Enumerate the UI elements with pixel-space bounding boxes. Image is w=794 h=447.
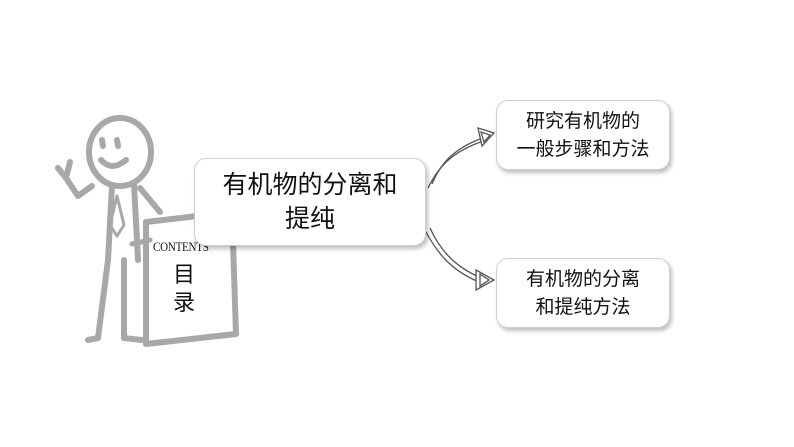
branch-node-line-2: 一般步骤和方法 xyxy=(516,138,650,160)
central-node[interactable]: 有机物的分离和 提纯 xyxy=(194,158,426,246)
central-node-line-1: 有机物的分离和 xyxy=(222,170,398,199)
contents-title: 目 录 xyxy=(173,262,195,318)
branch-node-line-2: 和提纯方法 xyxy=(535,296,631,318)
contents-title-char-1: 目 xyxy=(173,263,196,288)
tie-icon xyxy=(108,194,126,238)
connector-to-bottom-branch xyxy=(425,227,496,292)
contents-title-char-2: 录 xyxy=(173,291,196,316)
connector-to-top-branch xyxy=(427,127,496,189)
branch-node-separation-methods[interactable]: 有机物的分离 和提纯方法 xyxy=(496,258,670,328)
branch-node-research-steps[interactable]: 研究有机物的 一般步骤和方法 xyxy=(496,100,670,170)
branch-node-line-1: 有机物的分离 xyxy=(525,268,640,290)
stick-figure-icon xyxy=(55,115,163,343)
branch-node-line-1: 研究有机物的 xyxy=(525,110,640,132)
central-node-line-2: 提纯 xyxy=(284,204,335,233)
contents-label: CONTENTS xyxy=(153,239,209,254)
